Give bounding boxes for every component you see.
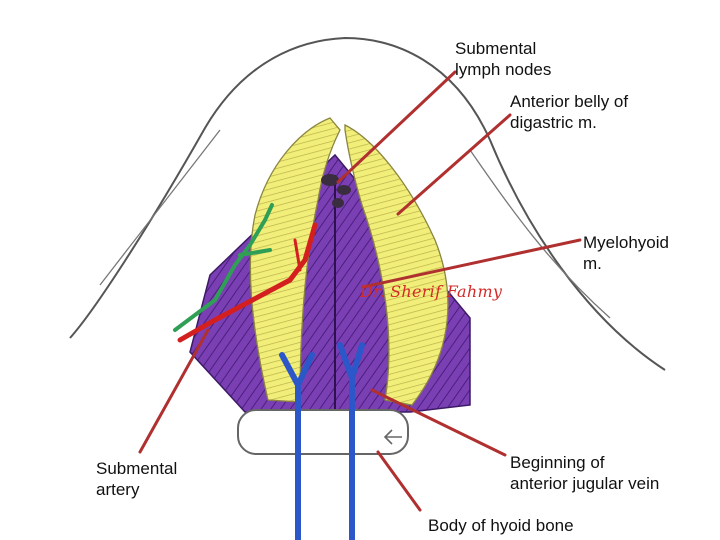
digastric-left-belly: [249, 117, 341, 403]
submental-lymph-nodes: [321, 174, 351, 208]
left-anterior-jugular-vein: [279, 352, 315, 540]
arrow-artery: [138, 328, 210, 454]
label-mylohyoid: Myelohyoid m.: [583, 233, 669, 273]
right-anterior-jugular-vein: [337, 342, 365, 540]
label-submental-artery: Submental artery: [96, 459, 178, 499]
hyoid-bone: [237, 409, 409, 455]
pointer-arrows: [138, 70, 582, 512]
arrow-hyoid: [376, 450, 422, 512]
label-submental-lymph-nodes: Submental lymph nodes: [455, 39, 552, 79]
label-hyoid-body: Body of hyoid bone: [428, 516, 574, 535]
label-anterior-jugular-vein: Beginning of anterior jugular vein: [510, 453, 660, 493]
hyoid-arrow-mark: [383, 429, 402, 445]
label-anterior-belly-digastric: Anterior belly of digastric m.: [510, 92, 629, 132]
arrow-vein: [370, 388, 507, 457]
lymph-channel: [173, 203, 274, 332]
submental-artery: [177, 222, 318, 343]
submental-artery-branch: [293, 238, 302, 272]
arrow-lymph-nodes: [336, 70, 457, 184]
mandible-inner-outline: [99, 129, 611, 319]
digastric-right-belly: [344, 123, 449, 406]
arrow-mylohyoid: [361, 238, 582, 289]
arrow-digastric: [396, 113, 512, 216]
author-signature: Dr. Sherif Fahmy: [360, 282, 503, 301]
